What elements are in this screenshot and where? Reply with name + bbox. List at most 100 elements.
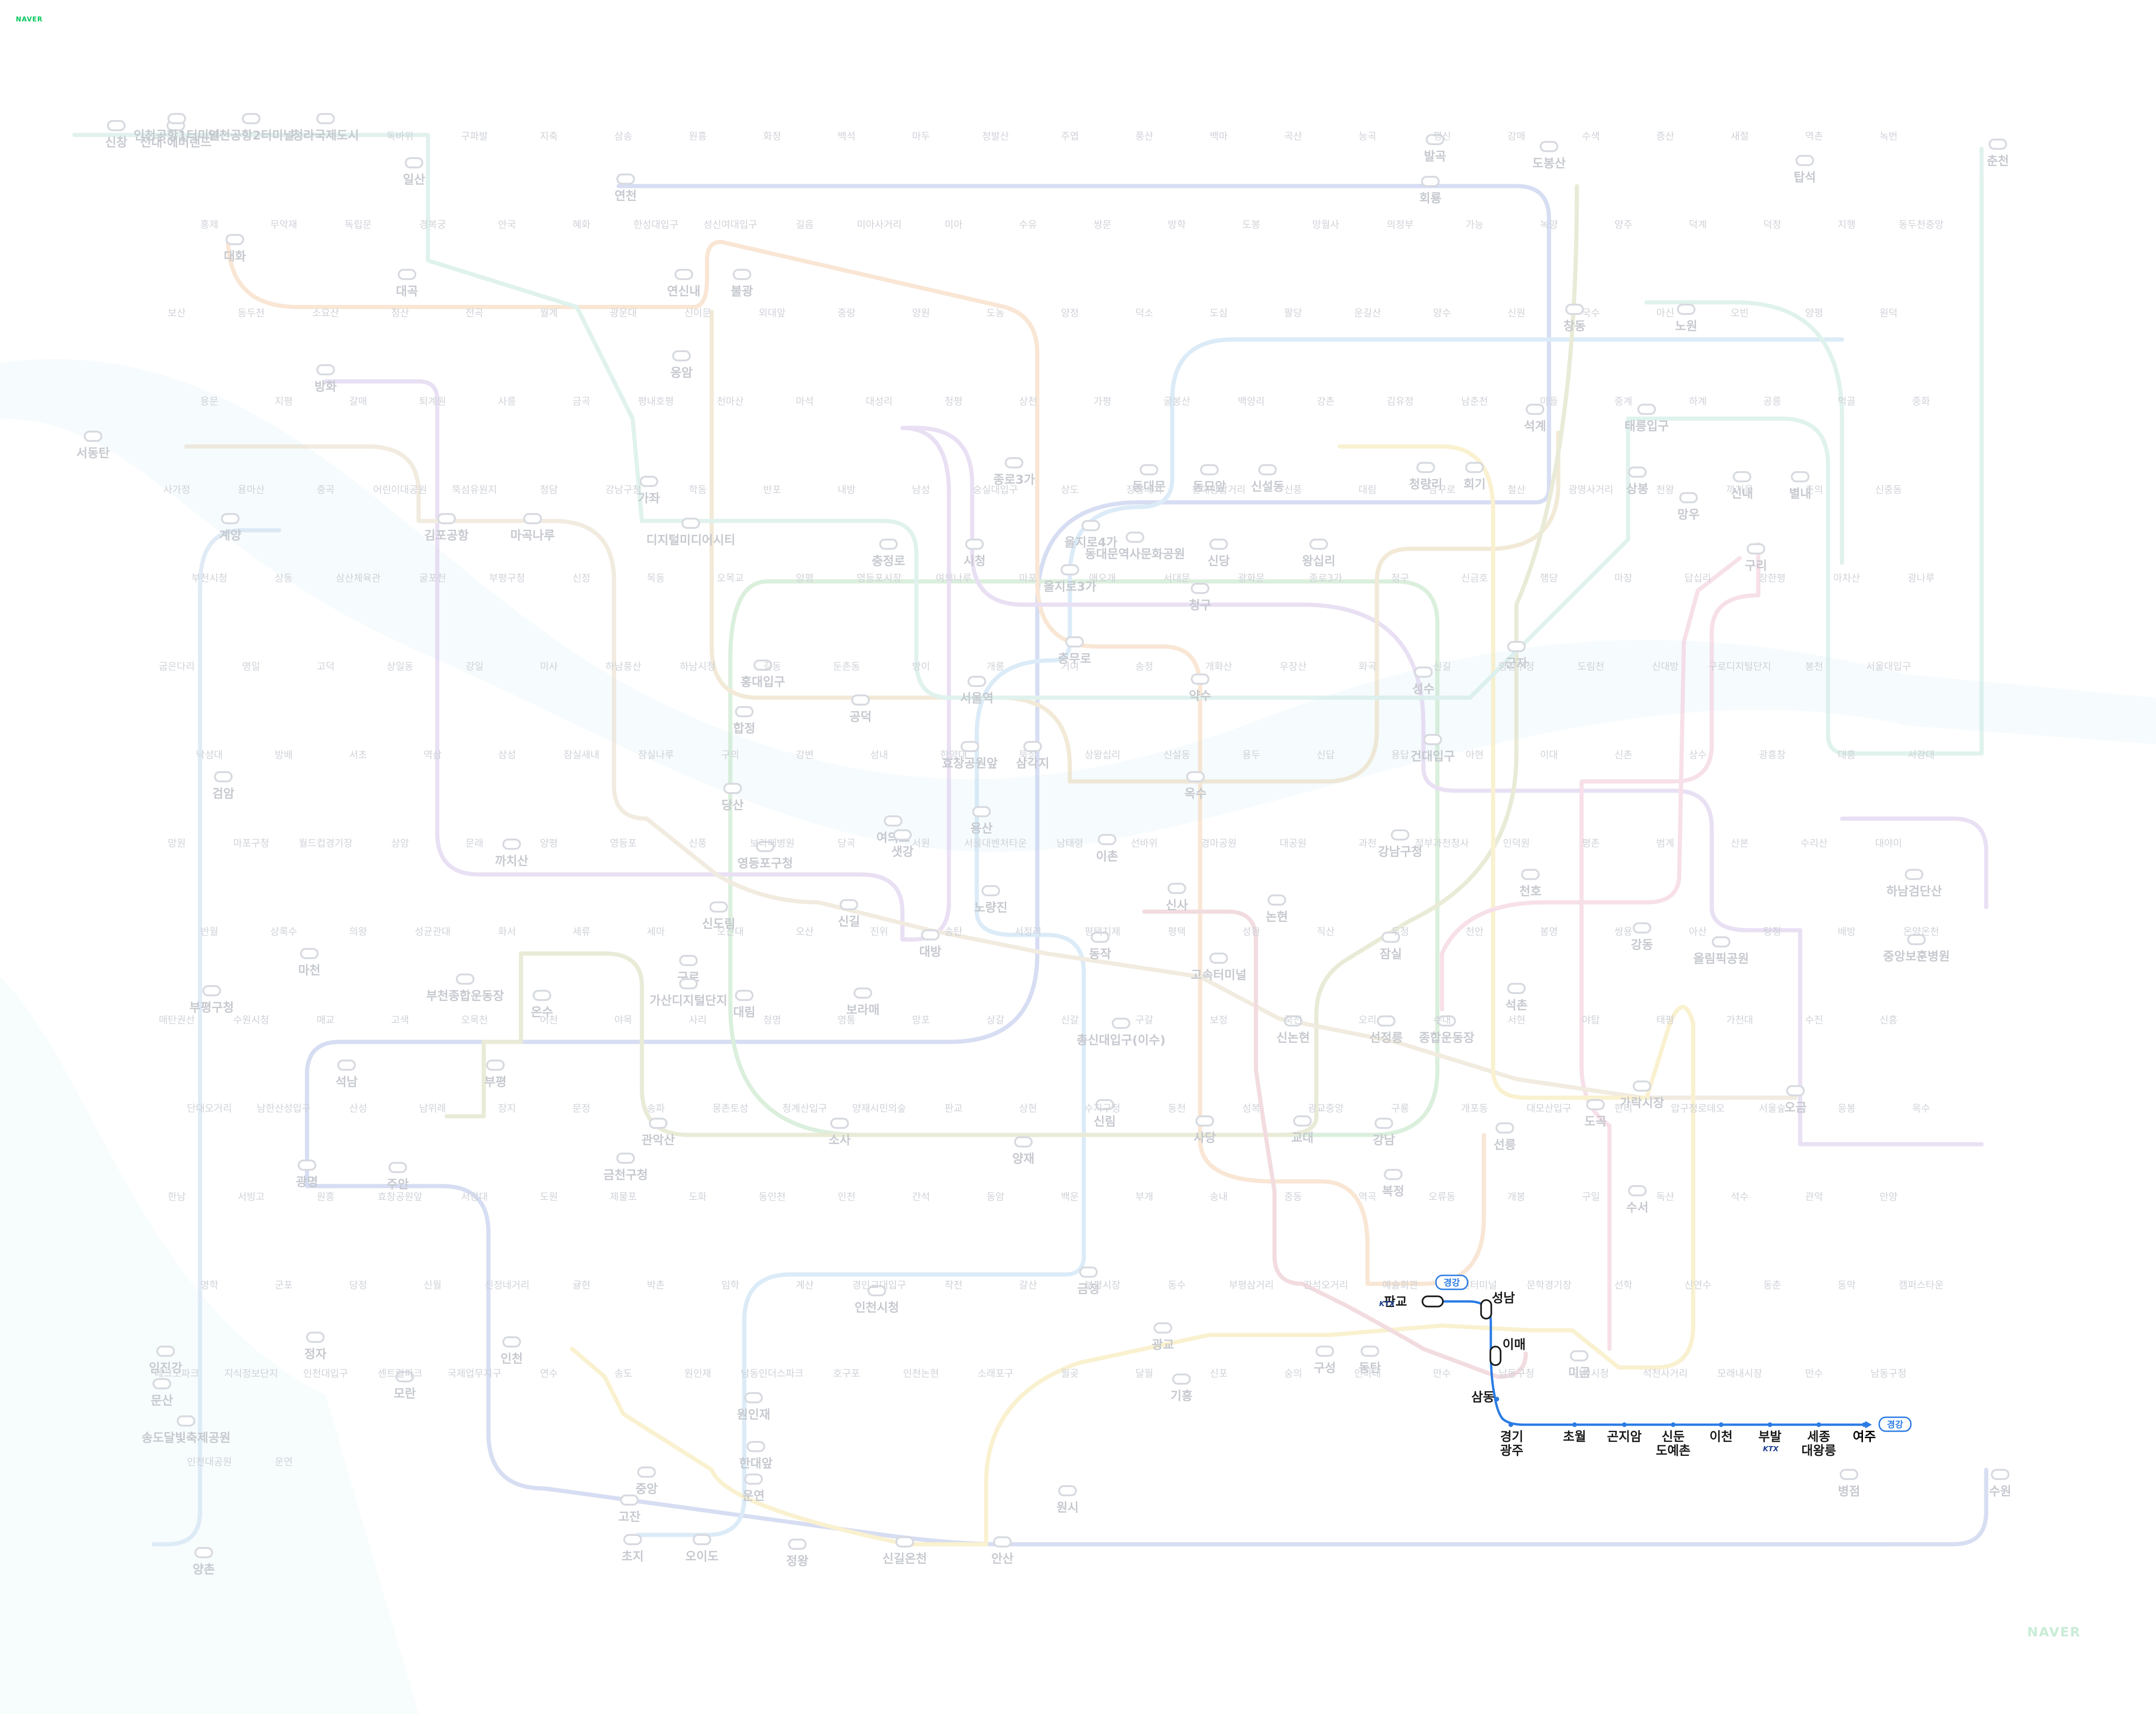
faded-station-label[interactable]: 행신: [1433, 131, 1451, 142]
faded-station-label[interactable]: 안국: [498, 219, 516, 230]
faded-station-label[interactable]: 전대·에버랜드: [140, 136, 211, 150]
faded-station-label[interactable]: 예술회관: [1382, 1280, 1418, 1291]
faded-station-label[interactable]: 광교: [1152, 1338, 1174, 1352]
faded-station-label[interactable]: 숭의: [1284, 1368, 1302, 1379]
faded-station-label[interactable]: 작전: [945, 1280, 963, 1291]
faded-station-label[interactable]: 평택: [1168, 926, 1186, 937]
faded-station-marker[interactable]: [961, 741, 979, 752]
faded-station-label[interactable]: 노원: [1675, 320, 1697, 333]
faded-station-label[interactable]: 용마산: [238, 484, 265, 495]
faded-station-label[interactable]: 오빈: [1731, 307, 1749, 319]
faded-station-label[interactable]: 수내: [1433, 1014, 1451, 1026]
faded-station-label[interactable]: 뚝섬유원지: [452, 484, 497, 495]
faded-station-marker[interactable]: [693, 1534, 711, 1545]
faded-station-marker[interactable]: [1200, 464, 1219, 475]
faded-station-label[interactable]: 양주: [1615, 219, 1633, 230]
faded-station-label[interactable]: 간석: [912, 1191, 930, 1202]
faded-station-label[interactable]: 목동: [647, 573, 665, 584]
faded-station-label[interactable]: 독바위: [387, 131, 414, 142]
faded-station-label[interactable]: 천마산: [717, 396, 744, 407]
station-label-icheon[interactable]: 이천: [1709, 1430, 1733, 1444]
faded-station-label[interactable]: 상수: [1689, 749, 1707, 760]
faded-station-label[interactable]: 봉천: [1805, 661, 1823, 672]
faded-station-label[interactable]: 검암: [212, 787, 234, 801]
faded-station-label[interactable]: 아현: [1466, 749, 1484, 760]
faded-station-label[interactable]: 강매: [1508, 131, 1526, 142]
faded-station-marker[interactable]: [620, 1494, 639, 1506]
faded-station-label[interactable]: 용답: [1391, 749, 1409, 760]
faded-station-label[interactable]: 석촌: [1505, 999, 1528, 1013]
faded-station-label[interactable]: 부개: [1135, 1191, 1154, 1202]
faded-station-label[interactable]: 백석: [838, 131, 856, 142]
line-badge-start-label[interactable]: 경강: [1444, 1278, 1460, 1288]
faded-station-label[interactable]: 오금: [1784, 1101, 1807, 1115]
faded-station-label[interactable]: 동탄: [1359, 1361, 1381, 1375]
faded-station-label[interactable]: 쌍용: [1615, 926, 1633, 937]
faded-station-marker[interactable]: [533, 990, 551, 1001]
faded-station-label[interactable]: 구로디지털단지: [1708, 661, 1771, 672]
faded-station-label[interactable]: 모란: [394, 1387, 416, 1401]
faded-station-label[interactable]: 당정: [349, 1280, 367, 1291]
faded-station-marker[interactable]: [1309, 539, 1328, 550]
faded-station-label[interactable]: 동인천: [759, 1191, 786, 1202]
faded-station-marker[interactable]: [242, 113, 260, 124]
faded-station-label[interactable]: 가락시장: [1620, 1096, 1664, 1110]
faded-station-label[interactable]: 마천: [298, 964, 320, 978]
faded-station-label[interactable]: 녹양: [1540, 219, 1558, 230]
faded-station-label[interactable]: 신당: [1208, 554, 1230, 568]
faded-station-label[interactable]: 정자: [304, 1347, 327, 1361]
faded-station-label[interactable]: 고속터미널: [1191, 968, 1247, 982]
faded-station-label[interactable]: 양재시민의숲: [852, 1103, 906, 1114]
faded-station-label[interactable]: 군포: [275, 1280, 293, 1291]
faded-station-marker[interactable]: [1377, 1015, 1395, 1027]
faded-station-label[interactable]: 강남구청: [1378, 845, 1422, 859]
line-badge-start-frame[interactable]: [1435, 1274, 1468, 1290]
faded-station-label[interactable]: 가좌: [638, 492, 660, 506]
faded-station-label[interactable]: 도봉: [1242, 219, 1261, 230]
faded-station-label[interactable]: 오목천: [461, 1014, 488, 1026]
faded-station-marker[interactable]: [884, 815, 902, 827]
faded-station-marker[interactable]: [1628, 467, 1647, 478]
faded-station-label[interactable]: 서정리: [1015, 926, 1041, 937]
faded-station-marker[interactable]: [1712, 936, 1730, 947]
faded-station-label[interactable]: 방이: [912, 661, 930, 672]
faded-station-label[interactable]: 동묘앞: [1193, 480, 1226, 494]
faded-station-label[interactable]: 한성대입구: [634, 219, 679, 230]
faded-station-label[interactable]: 선릉: [1494, 1138, 1516, 1152]
faded-station-marker[interactable]: [395, 1371, 414, 1382]
faded-station-label[interactable]: 까치산: [495, 854, 528, 868]
faded-station-label[interactable]: 국제업무지구: [447, 1368, 501, 1379]
faded-station-label[interactable]: 강남구청: [605, 484, 641, 495]
faded-station-label[interactable]: 매탄권선: [159, 1014, 194, 1026]
faded-station-label[interactable]: 총신대입구(이수): [1076, 1034, 1165, 1047]
faded-station-label[interactable]: 성내: [870, 749, 888, 760]
faded-station-label[interactable]: 불광: [731, 285, 753, 299]
faded-station-label[interactable]: 석계: [1524, 420, 1546, 434]
faded-station-marker[interactable]: [1061, 564, 1079, 575]
faded-station-marker[interactable]: [1258, 464, 1277, 475]
faded-station-label[interactable]: 굽은다리: [159, 661, 194, 672]
faded-station-label[interactable]: 신정네거리: [485, 1280, 530, 1291]
faded-station-label[interactable]: 수원: [1989, 1485, 2011, 1499]
faded-station-marker[interactable]: [1791, 471, 1809, 482]
faded-station-label[interactable]: 증산: [1656, 131, 1675, 142]
faded-station-marker[interactable]: [523, 513, 542, 524]
faded-station-label[interactable]: 사당: [1194, 1131, 1216, 1145]
faded-station-label[interactable]: 수색: [1582, 131, 1600, 142]
faded-station-label[interactable]: 야목: [614, 1014, 633, 1026]
faded-station-label[interactable]: 수서: [1626, 1201, 1649, 1215]
faded-station-marker[interactable]: [1315, 1346, 1334, 1357]
faded-station-marker[interactable]: [1091, 932, 1109, 943]
faded-station-marker[interactable]: [1126, 532, 1144, 543]
faded-station-label[interactable]: 동두천중앙: [1899, 219, 1944, 230]
faded-station-label[interactable]: 까치울: [1726, 484, 1753, 495]
faded-station-label[interactable]: 팔당: [1284, 307, 1302, 319]
faded-station-label[interactable]: 을지로4가: [1064, 536, 1117, 550]
faded-station-label[interactable]: 가천대: [1726, 1014, 1753, 1026]
faded-station-label[interactable]: 무악재: [270, 219, 297, 230]
faded-station-label[interactable]: 충정로: [872, 554, 905, 568]
faded-station-marker[interactable]: [1023, 741, 1042, 752]
faded-station-label[interactable]: 하남시청: [680, 661, 715, 672]
faded-station-label[interactable]: 지평: [275, 396, 293, 407]
faded-station-label[interactable]: 강변: [796, 749, 814, 760]
